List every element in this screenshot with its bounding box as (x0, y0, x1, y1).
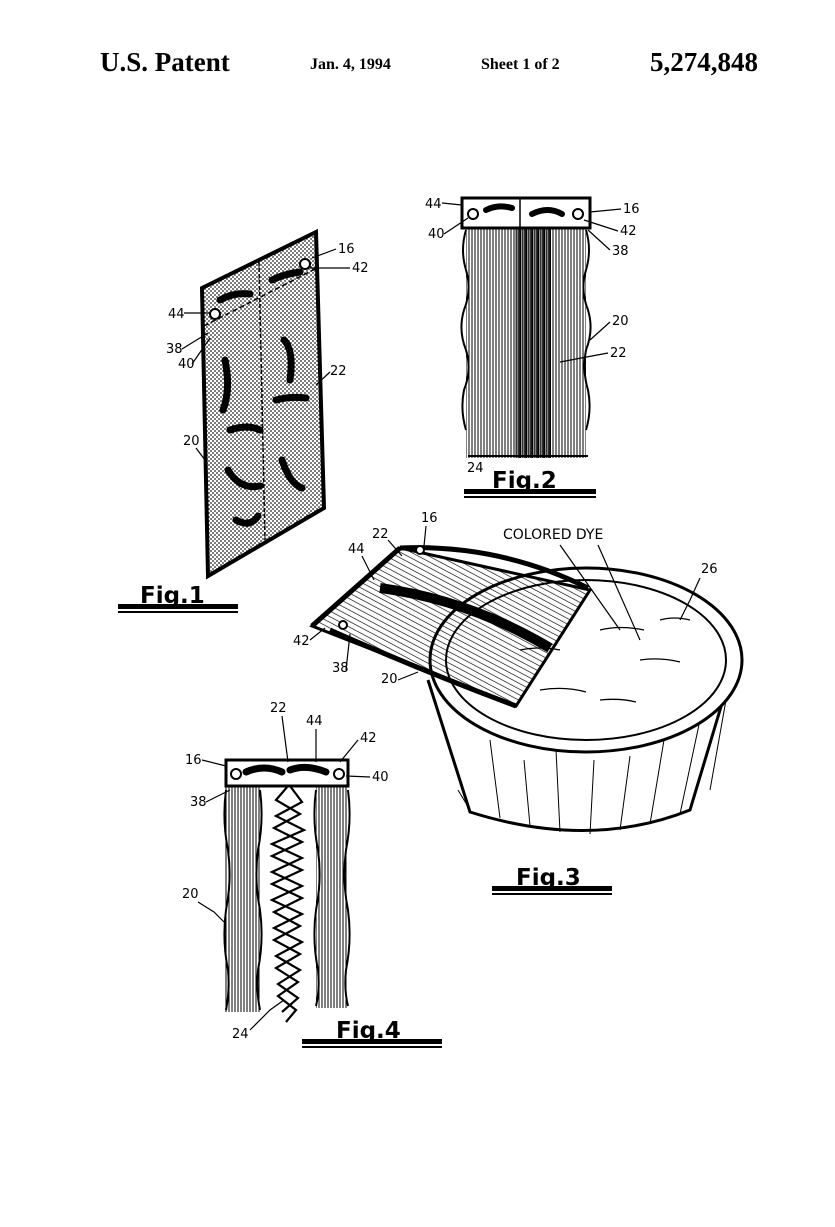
ref-16: 16 (338, 242, 355, 257)
ref-44: 44 (425, 197, 442, 212)
fig2-label-text: Fig.2 (492, 468, 557, 494)
figure-1: 16 42 44 38 40 22 20 Fig.1 (118, 228, 369, 613)
patent-label: U.S. Patent (100, 47, 230, 77)
ref-20: 20 (381, 672, 398, 687)
ref-38: 38 (166, 342, 183, 357)
fig1-label-text: Fig.1 (140, 583, 205, 609)
ref-40: 40 (372, 770, 389, 785)
ref-42: 42 (352, 261, 369, 276)
ref-38: 38 (612, 244, 629, 259)
fig3-dipped-hank (309, 545, 593, 709)
fig3-reference-numerals: COLORED DYE 22 16 44 26 42 38 20 (293, 511, 718, 687)
fig4-reference-numerals: 22 44 42 16 40 38 20 24 (182, 701, 389, 1042)
ref-22: 22 (270, 701, 287, 716)
ref-20: 20 (182, 887, 199, 902)
fig1-panel (199, 228, 327, 580)
ref-42: 42 (293, 634, 310, 649)
fig2-reference-numerals: 44 16 40 42 38 20 22 24 (425, 197, 640, 476)
issue-date: Jan. 4, 1994 (310, 56, 391, 73)
ref-20: 20 (183, 434, 200, 449)
figure-4: 22 44 42 16 40 38 20 24 Fig.4 (182, 701, 442, 1048)
fig2-fringe (460, 228, 592, 458)
ref-22: 22 (372, 527, 389, 542)
fig4-label-text: Fig.4 (336, 1018, 401, 1044)
sheet-number: Sheet 1 of 2 (481, 56, 560, 73)
patent-number: 5,274,848 (650, 47, 758, 77)
fig3-label: Fig.3 (492, 865, 612, 895)
fig1-reference-numerals: 16 42 44 38 40 22 20 (166, 242, 369, 461)
ref-20: 20 (612, 314, 629, 329)
ref-26: 26 (701, 562, 718, 577)
fig3-label-text: Fig.3 (516, 865, 581, 891)
ref-44: 44 (168, 307, 185, 322)
ref-22: 22 (330, 364, 347, 379)
ref-16: 16 (623, 202, 640, 217)
ref-42: 42 (360, 731, 377, 746)
ref-16: 16 (185, 753, 202, 768)
fig4-braided-center (269, 785, 307, 1023)
ref-38: 38 (190, 795, 207, 810)
fig4-fringe (223, 786, 351, 1012)
ref-40: 40 (428, 227, 445, 242)
ref-38: 38 (332, 661, 349, 676)
fig2-header-band (460, 196, 592, 230)
fig4-label: Fig.4 (302, 1018, 442, 1048)
ref-24: 24 (232, 1027, 249, 1042)
ref-44: 44 (348, 542, 365, 557)
figure-2: 44 16 40 42 38 20 22 24 Fig.2 (425, 196, 640, 498)
fig4-header-band (224, 758, 350, 788)
figure-3: COLORED DYE 22 16 44 26 42 38 20 Fig.3 (293, 511, 744, 895)
colored-dye-caption: COLORED DYE (503, 527, 603, 543)
ref-42: 42 (620, 224, 637, 239)
ref-40: 40 (178, 357, 195, 372)
fig2-label: Fig.2 (464, 468, 596, 498)
fig1-label: Fig.1 (118, 583, 238, 613)
ref-22: 22 (610, 346, 627, 361)
ref-44: 44 (306, 714, 323, 729)
ref-24: 24 (467, 461, 484, 476)
ref-16: 16 (421, 511, 438, 526)
